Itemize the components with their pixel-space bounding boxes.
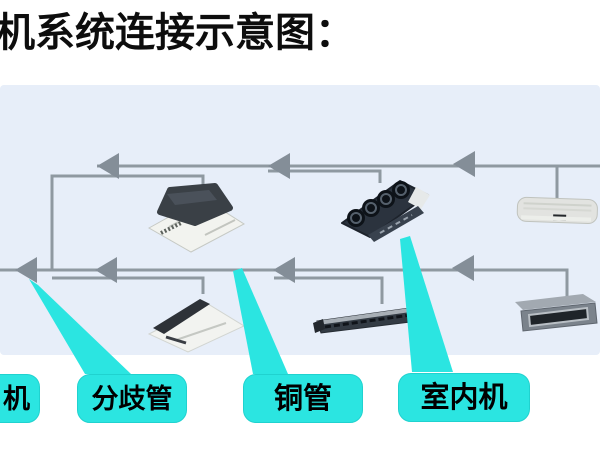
- callout-wedge-copper-pipe: [233, 268, 288, 374]
- callout-wedge-branch-joint: [29, 279, 131, 374]
- ducted-indoor-unit-image: [515, 294, 598, 332]
- arrow-icon: [268, 153, 290, 179]
- callout-label-outdoor-unit: 机: [0, 374, 40, 423]
- trunk-pipe-left: [50, 174, 205, 270]
- callout-label-copper-pipe: 铜管: [243, 374, 363, 423]
- arrow-icon: [453, 151, 475, 177]
- main-pipe-bottom: [0, 268, 569, 297]
- wall-mounted-indoor-unit-image: [516, 196, 598, 225]
- arrow-icon: [452, 255, 474, 281]
- branch-pipe-top-middle: [268, 169, 382, 183]
- arrow-icon: [273, 257, 295, 283]
- page-title: 机系统连接示意图：: [0, 9, 355, 56]
- callout-label-branch-pipe: 分歧管: [77, 374, 187, 423]
- four-way-cassette-indoor-unit-image: [147, 183, 245, 253]
- four-fan-ceiling-suspended-indoor-unit-image: [341, 180, 430, 242]
- arrow-icon: [95, 257, 117, 283]
- flow-arrowheads: [15, 151, 475, 283]
- branch-pipe-bottom-middle: [274, 276, 384, 304]
- one-way-cassette-indoor-unit-image: [147, 299, 246, 353]
- callout-wedges: [29, 236, 453, 374]
- callout-label-indoor-unit: 室内机: [398, 373, 530, 422]
- arrow-icon: [15, 257, 37, 283]
- arrow-icon: [97, 153, 119, 179]
- branch-pipe-bottom-left: [52, 276, 205, 294]
- pipe-network: [0, 164, 600, 304]
- diagram-background-panel: [0, 85, 600, 355]
- callout-wedge-indoor-unit: [400, 236, 453, 372]
